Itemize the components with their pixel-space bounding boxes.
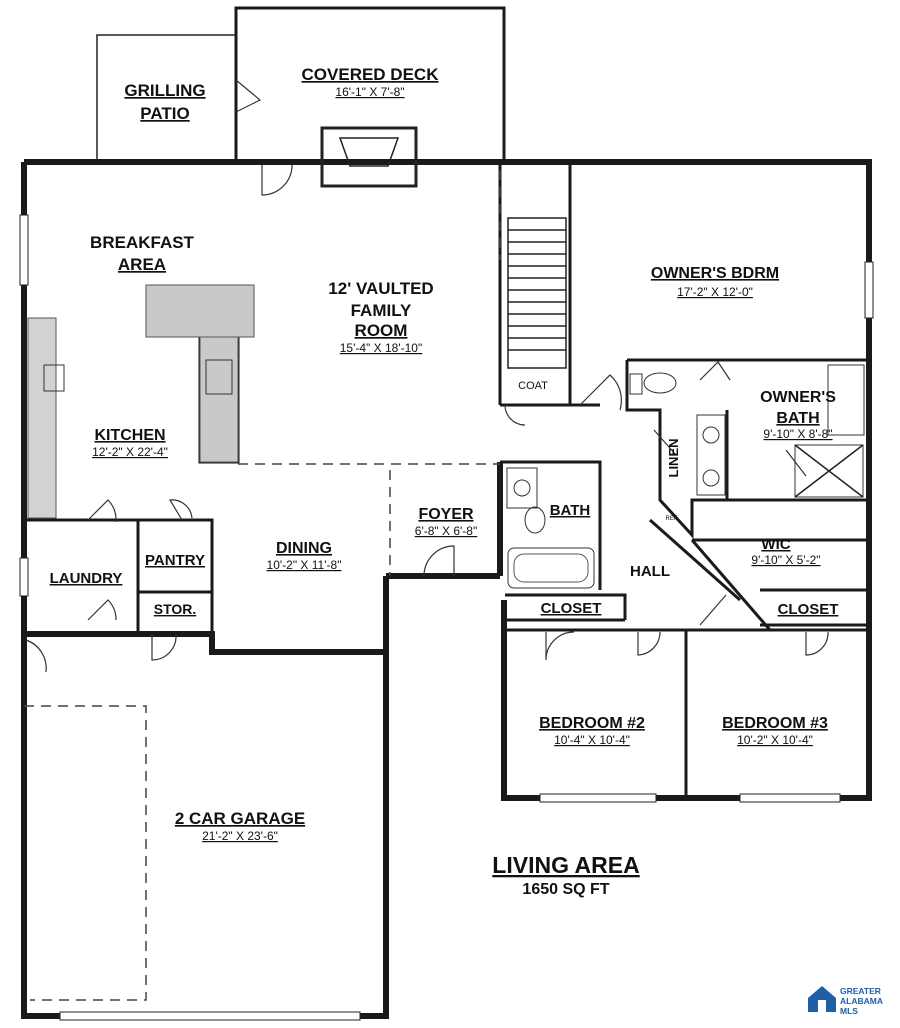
room-pantry: PANTRY (145, 552, 205, 569)
laundry-label: LAUNDRY (50, 570, 123, 587)
interior-walls (24, 162, 866, 798)
breakfast-area-label-2: AREA (118, 255, 166, 274)
wic-label: WIC (761, 536, 790, 553)
room-wic: WIC 9'-10" X 5'-2" (751, 536, 820, 567)
room-bedroom-2: BEDROOM #2 10'-4" X 10'-4" (539, 715, 645, 747)
room-laundry: LAUNDRY (50, 570, 123, 587)
room-linen: LINEN (666, 439, 681, 478)
closet-left-label: CLOSET (541, 600, 602, 617)
door-swings (25, 79, 829, 673)
grilling-patio-label-2: PATIO (140, 104, 189, 123)
room-grilling-patio: GRILLING PATIO (124, 81, 205, 123)
windows (19, 214, 874, 1021)
room-foyer: FOYER 6'-8" X 6'-8" (415, 506, 477, 538)
owners-bdrm-label: OWNER'S BDRM (651, 265, 779, 282)
watermark-line-2: ALABAMA (840, 996, 883, 1006)
family-room-dims: 15'-4" X 18'-10" (340, 341, 422, 355)
owners-bath-label-1: OWNER'S (760, 389, 836, 406)
family-room-label-2: FAMILY (351, 301, 412, 320)
family-room-label-1: 12' VAULTED (328, 279, 433, 298)
kitchen-label: KITCHEN (94, 427, 165, 444)
pantry-label: PANTRY (145, 552, 205, 569)
room-bath: BATH (550, 502, 591, 519)
bath-label: BATH (550, 502, 591, 519)
dining-dims: 10'-2" X 11'-8" (267, 558, 342, 572)
room-closet-left: CLOSET (541, 600, 602, 617)
room-bedroom-3: BEDROOM #3 10'-2" X 10'-4" (722, 715, 828, 747)
kitchen-dims: 12'-2" X 22'-4" (92, 445, 168, 459)
house-logo-icon (808, 986, 836, 1012)
room-hall: HALL (630, 563, 670, 580)
room-storage: STOR. (154, 601, 197, 617)
mls-watermark: GREATER ALABAMA MLS (808, 986, 883, 1016)
bedroom-3-dims: 10'-2" X 10'-4" (737, 733, 813, 747)
hall-label: HALL (630, 563, 670, 580)
dashed-separators (24, 170, 501, 1001)
bedroom-3-label: BEDROOM #3 (722, 715, 828, 732)
room-owners-bdrm: OWNER'S BDRM 17'-2" X 12'-0" (651, 265, 779, 299)
storage-label: STOR. (154, 601, 197, 617)
bedroom-2-dims: 10'-4" X 10'-4" (554, 733, 630, 747)
room-breakfast-area: BREAKFAST AREA (90, 233, 195, 274)
living-area-summary: LIVING AREA 1650 SQ FT (492, 852, 639, 898)
bath-fixtures (506, 364, 865, 589)
watermark-line-3: MLS (840, 1006, 858, 1016)
owners-bdrm-dims: 17'-2" X 12'-0" (677, 285, 753, 299)
room-covered-deck: COVERED DECK 16'-1" X 7'-8" (302, 65, 440, 99)
room-closet-right: CLOSET (778, 601, 839, 618)
living-area-sqft: 1650 SQ FT (522, 881, 609, 898)
family-room-label-3: ROOM (355, 321, 408, 340)
room-family-room: 12' VAULTED FAMILY ROOM 15'-4" X 18'-10" (328, 279, 433, 355)
bedroom-2-label: BEDROOM #2 (539, 715, 645, 732)
linen-label: LINEN (666, 439, 681, 478)
dining-label: DINING (276, 540, 332, 557)
grilling-patio-label-1: GRILLING (124, 81, 205, 100)
room-kitchen: KITCHEN 12'-2" X 22'-4" (92, 427, 168, 459)
fireplace (320, 126, 418, 188)
room-garage: 2 CAR GARAGE 21'-2" X 23'-6" (175, 809, 305, 843)
garage-dims: 21'-2" X 23'-6" (202, 829, 278, 843)
covered-deck-dims: 16'-1" X 7'-8" (335, 85, 404, 99)
room-dining: DINING 10'-2" X 11'-8" (267, 540, 342, 572)
owners-bath-label-2: BATH (776, 410, 819, 427)
watermark-line-1: GREATER (840, 986, 881, 996)
foyer-label: FOYER (418, 506, 474, 523)
room-ref: REF. (665, 516, 678, 522)
closet-right-label: CLOSET (778, 601, 839, 618)
living-area-title: LIVING AREA (492, 852, 639, 878)
kitchen-counter (27, 284, 255, 519)
foyer-dims: 6'-8" X 6'-8" (415, 524, 477, 538)
wic-dims: 9'-10" X 5'-2" (751, 553, 820, 567)
room-owners-bath: OWNER'S BATH 9'-10" X 8'-8" (760, 389, 836, 441)
covered-deck-label: COVERED DECK (302, 65, 440, 84)
breakfast-area-label-1: BREAKFAST (90, 233, 195, 252)
owners-bath-dims: 9'-10" X 8'-8" (763, 427, 832, 441)
garage-label: 2 CAR GARAGE (175, 809, 305, 828)
coat-label: COAT (518, 380, 548, 392)
room-coat: COAT (518, 380, 548, 392)
ref-label: REF. (665, 516, 678, 522)
staircase (507, 217, 567, 369)
